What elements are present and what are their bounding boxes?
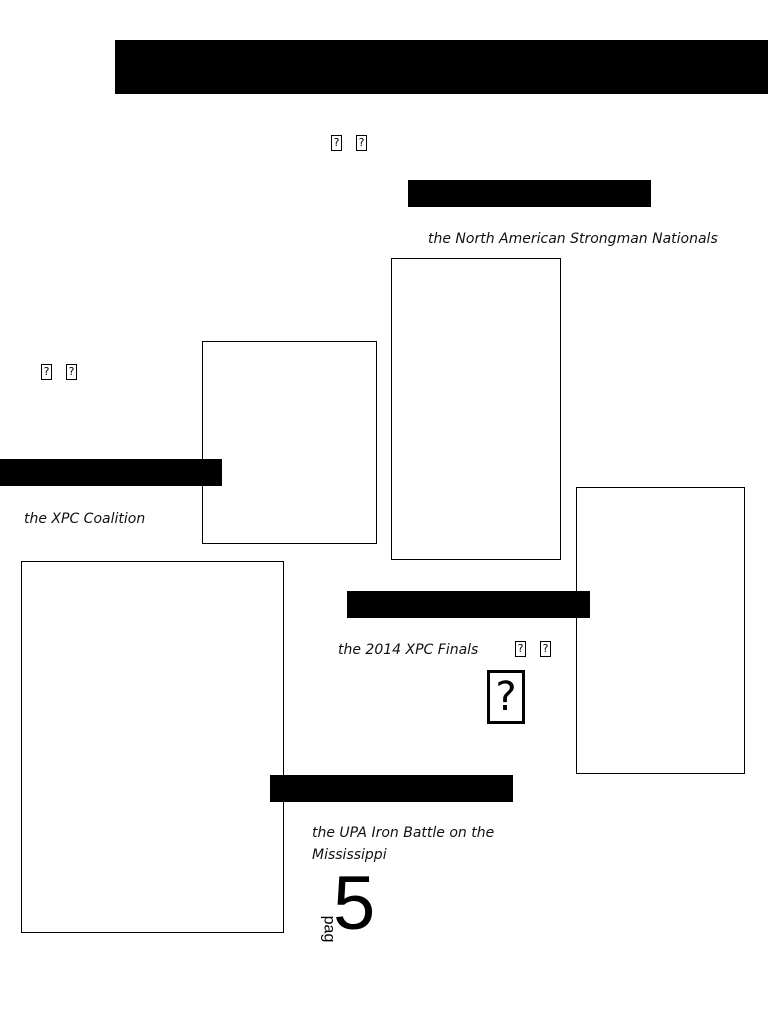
caption-finals: the 2014 XPC Finals [338,642,479,658]
missing-glyph-icon: ? [41,364,52,380]
section-title-bar-coalition [0,459,222,486]
image-frame-nationals [391,258,561,560]
missing-glyph-icon: ? [356,135,367,151]
glyph-pair-finals: ? ? [515,641,551,657]
header-bar [115,40,768,94]
section-title-bar-iron-battle [270,775,513,802]
missing-glyph-icon: ? [66,364,77,380]
glyph-pair-left: ? ? [41,364,77,380]
missing-glyph-icon: ? [331,135,342,151]
missing-glyph-icon: ? [487,670,525,724]
caption-nationals: the North American Strongman Nationals [428,231,718,247]
image-frame-iron-battle [21,561,284,933]
caption-coalition: the XPC Coalition [24,511,146,527]
missing-glyph-icon: ? [515,641,526,657]
image-frame-finals [576,487,745,774]
missing-glyph-icon: ? [540,641,551,657]
caption-iron-battle: the UPA Iron Battle on the Mississippi [312,825,495,863]
section-title-bar-finals [347,591,590,618]
section-title-bar-nationals [408,180,651,207]
image-frame-coalition [202,341,377,544]
page-number: 5 [333,861,376,946]
glyph-pair-top: ? ? [331,135,367,151]
